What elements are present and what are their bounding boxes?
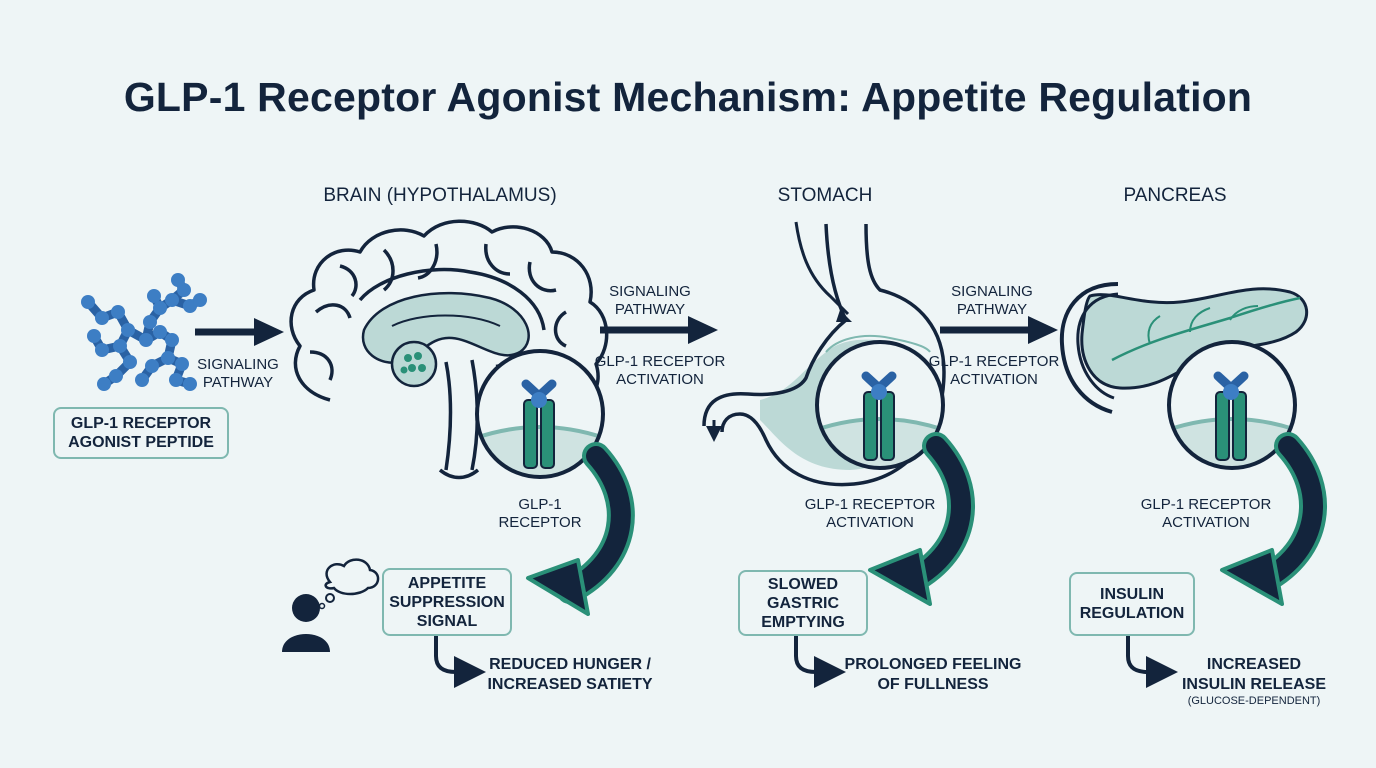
link1-bottom-line1: GLP-1 RECEPTOR: [594, 353, 726, 370]
brain-outcome: REDUCED HUNGER / INCREASED SATIETY: [470, 655, 670, 695]
brain-receptor-label-line1: GLP-1: [518, 496, 562, 513]
stomach-receptor-label-line2: ACTIVATION: [826, 514, 914, 531]
link1-bottom-line2: ACTIVATION: [616, 371, 704, 388]
arrow-stomach-to-pancreas: [940, 316, 1058, 344]
peptide-label-line2: AGONIST PEPTIDE: [68, 434, 214, 451]
brain-outcome-line1: REDUCED HUNGER /: [489, 656, 651, 673]
peptide-arrow-label-line1: SIGNALING: [197, 356, 279, 373]
peptide-arrow-label: SIGNALING PATHWAY: [178, 356, 298, 392]
receptor-icon: [475, 349, 605, 479]
pancreas-outcome-line2: INSULIN RELEASE: [1181, 676, 1326, 693]
link2-top-line1: SIGNALING: [951, 283, 1033, 300]
link2-bottom-line2: ACTIVATION: [950, 371, 1038, 388]
pancreas-title: PANCREAS: [1123, 185, 1227, 206]
stomach-title: STOMACH: [777, 185, 873, 206]
pancreas-outcome: INCREASED INSULIN RELEASE (GLUCOSE-DEPEN…: [1166, 655, 1342, 708]
elbow-arrow-stomach: [794, 636, 846, 688]
curved-arrow-pancreas: [1220, 432, 1327, 606]
pancreas-outcome-line1: INCREASED: [1206, 656, 1302, 673]
link2-top-label: SIGNALING PATHWAY: [932, 283, 1052, 319]
pancreas-receptor-label-line1: GLP-1 RECEPTOR: [1140, 496, 1272, 513]
stomach-receptor-label: GLP-1 RECEPTOR ACTIVATION: [790, 496, 950, 532]
brain-effect-line2: SUPPRESSION: [389, 593, 505, 611]
link1-top-label: SIGNALING PATHWAY: [590, 283, 710, 319]
receptor-icon: [1167, 340, 1297, 470]
stomach-effect-line1: SLOWED: [767, 575, 839, 593]
curved-arrow-stomach: [868, 432, 975, 606]
peptide-label-box: GLP-1 RECEPTOR AGONIST PEPTIDE: [53, 407, 229, 459]
brain-receptor-label: GLP-1 RECEPTOR: [480, 496, 600, 532]
pancreas-effect-box: INSULIN REGULATION: [1069, 572, 1195, 636]
page-title: GLP-1 Receptor Agonist Mechanism: Appeti…: [123, 74, 1253, 120]
brain-effect-line3: SIGNAL: [416, 612, 478, 630]
stomach-outcome: PROLONGED FEELING OF FULLNESS: [828, 655, 1038, 695]
pancreas-receptor-label-line2: ACTIVATION: [1162, 514, 1250, 531]
peptide-arrow-label-line2: PATHWAY: [202, 374, 274, 391]
link1-bottom-label: GLP-1 RECEPTOR ACTIVATION: [580, 353, 740, 389]
stomach-effect-line2: GASTRIC: [767, 594, 839, 612]
brain-effect-box: APPETITE SUPPRESSION SIGNAL: [382, 568, 512, 636]
link2-top-line2: PATHWAY: [956, 301, 1028, 318]
pancreas-effect-line2: REGULATION: [1079, 605, 1185, 622]
brain-outcome-line2: INCREASED SATIETY: [487, 676, 653, 693]
link1-top-line2: PATHWAY: [614, 301, 686, 318]
link1-top-line1: SIGNALING: [609, 283, 691, 300]
brain-title: BRAIN (HYPOTHALAMUS): [323, 185, 557, 206]
brain-receptor-label-line2: RECEPTOR: [498, 514, 582, 531]
stomach-outcome-line1: PROLONGED FEELING: [844, 656, 1022, 673]
arrow-brain-to-stomach: [600, 316, 718, 344]
receptor-icon: [815, 340, 945, 470]
brain-effect-line1: APPETITE: [407, 574, 487, 592]
link2-bottom-label: GLP-1 RECEPTOR ACTIVATION: [914, 353, 1074, 389]
pancreas-outcome-note: (GLUCOSE-DEPENDENT): [1187, 695, 1321, 707]
peptide-label-line1: GLP-1 RECEPTOR: [70, 415, 212, 432]
peptide-atoms: [81, 273, 207, 391]
link2-bottom-line1: GLP-1 RECEPTOR: [928, 353, 1060, 370]
curved-arrow-brain: [526, 442, 635, 616]
elbow-arrow-brain: [434, 636, 486, 688]
stomach-effect-line3: EMPTYING: [761, 613, 845, 631]
stomach-effect-box: SLOWED GASTRIC EMPTYING: [738, 570, 868, 636]
pancreas-effect-line1: INSULIN: [1100, 586, 1164, 603]
pancreas-receptor-label: GLP-1 RECEPTOR ACTIVATION: [1126, 496, 1286, 532]
stomach-outcome-line2: OF FULLNESS: [877, 676, 989, 693]
stomach-receptor-label-line1: GLP-1 RECEPTOR: [804, 496, 936, 513]
elbow-arrow-pancreas: [1126, 636, 1178, 688]
arrow-peptide-to-brain: [195, 318, 284, 346]
person-thinking-icon: [282, 558, 380, 652]
